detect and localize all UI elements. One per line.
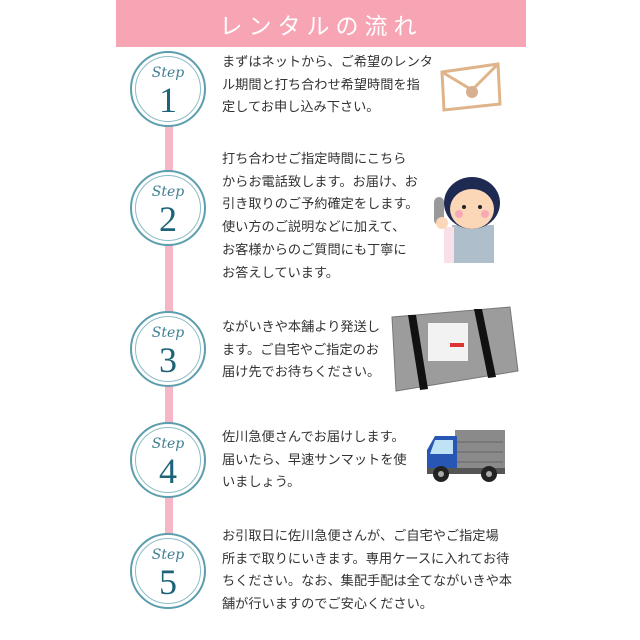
text-line: ル期間と打ち合わせ希望時間を指: [222, 77, 420, 93]
text-line: からお電話致します。お届け、お: [222, 174, 418, 190]
text-line: お客様からのご質問にも丁寧に: [222, 242, 407, 258]
step-label: Step: [151, 184, 185, 200]
header-banner: レンタルの流れ: [116, 0, 526, 47]
step-label: Step: [151, 325, 185, 341]
text-line: ながいきや本舗より発送し: [222, 320, 380, 335]
text-line: 舗が行いますのでご安心ください。: [222, 597, 433, 613]
text-line: 佐川急便さんでお届けします。: [222, 430, 405, 445]
operator-icon: [434, 177, 500, 263]
text-line: 打ち合わせご指定時間にこちら: [222, 152, 407, 167]
page-title: レンタルの流れ: [219, 13, 423, 40]
text-line: いましょう。: [222, 475, 301, 491]
step-label: Step: [151, 65, 185, 81]
text-line: 届け先でお待ちください。: [222, 365, 381, 381]
package-box-icon: [391, 306, 519, 392]
step-label: Step: [151, 436, 185, 452]
step-number: 1: [159, 80, 177, 120]
step-number: 3: [159, 340, 177, 380]
text-line: 所まで取りにいきます。専用ケースに入れてお待: [222, 551, 510, 567]
text-line: お答えしています。: [222, 265, 339, 281]
text-line: ちください。なお、集配手配は全てながいきや本: [222, 574, 513, 590]
text-line: まずはネットから、ご希望のレンタ: [222, 55, 433, 70]
step-number: 4: [159, 451, 177, 491]
text-line: 定してお申し込み下さい。: [222, 100, 380, 116]
step-3-text: ながいきや本舗より発送し ます。ご自宅やご指定のお 届け先でお待ちください。: [222, 317, 380, 385]
delivery-truck-icon: [427, 430, 505, 482]
text-line: 届いたら、早速サンマットを使: [222, 452, 407, 468]
step-2-text: 打ち合わせご指定時間にこちら からお電話致します。お届け、お 引き取りのご予約確…: [222, 149, 419, 285]
step-number: 2: [159, 199, 177, 239]
text-line: 使い方のご説明などに加えて、: [222, 220, 406, 236]
text-line: お引取日に佐川急便さんが、ご自宅やご指定場: [222, 529, 499, 544]
step-label: Step: [151, 547, 185, 563]
step-4-text: 佐川急便さんでお届けします。 届いたら、早速サンマットを使 いましょう。: [222, 427, 407, 495]
step-1-text: まずはネットから、ご希望のレンタ ル期間と打ち合わせ希望時間を指 定してお申し込…: [222, 52, 433, 120]
text-line: ます。ご自宅やご指定のお: [222, 342, 379, 358]
envelope-icon: [440, 62, 502, 112]
step-number: 5: [159, 562, 177, 602]
step-5-text: お引取日に佐川急便さんが、ご自宅やご指定場 所まで取りにいきます。専用ケースに入…: [222, 526, 512, 617]
text-line: 引き取りのご予約確定をします。: [222, 197, 419, 213]
